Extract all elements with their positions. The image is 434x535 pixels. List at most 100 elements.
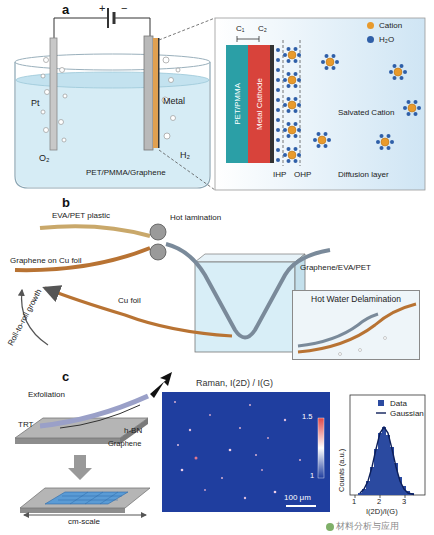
histogram <box>350 395 425 495</box>
label-text: IHP <box>273 170 286 179</box>
histogram <box>358 493 362 495</box>
raman-spots <box>209 414 211 416</box>
double-layer-inset <box>313 132 331 148</box>
zoom-leader <box>159 18 215 190</box>
label-text: Roll-to-roll growth <box>6 288 44 348</box>
double-layer-inset <box>276 158 280 162</box>
zoom-leader <box>159 150 215 190</box>
label-text: 3 <box>402 498 406 507</box>
legend-sample <box>378 400 384 406</box>
exfoliation-sketch <box>15 372 172 515</box>
label-text: Diffusion layer <box>338 170 389 179</box>
exfoliation-sketch <box>60 405 140 428</box>
lamination-rollers <box>150 244 166 260</box>
node-text: Metal Cathode <box>255 78 264 130</box>
color-bar <box>318 418 324 478</box>
label-text: OHP <box>294 170 311 179</box>
legend-sample <box>376 409 386 417</box>
label-text: Counts (a.u.) <box>338 449 347 492</box>
label-text: b <box>62 196 70 211</box>
battery-wires <box>113 12 116 24</box>
histogram <box>382 427 386 495</box>
raman-spots <box>177 444 179 446</box>
histogram <box>358 427 414 495</box>
metal-electrode <box>153 38 158 148</box>
double-layer-inset <box>321 54 339 70</box>
label-text: H₂ <box>180 150 190 160</box>
label-text: cm-scale <box>68 517 100 526</box>
delamination-sketch <box>298 314 378 346</box>
double-layer-inset <box>276 128 280 132</box>
battery-wires <box>107 8 109 28</box>
label-text: Graphene/EVA/PET <box>300 263 371 272</box>
node-text: Hot Water Delamination <box>293 294 419 304</box>
metal-electrode <box>169 78 174 83</box>
double-layer-inset <box>215 18 425 190</box>
pt-electrode <box>41 74 45 78</box>
histogram <box>362 489 366 495</box>
pt-electrode <box>44 128 49 133</box>
raman-spots <box>244 497 246 499</box>
double-layer-inset <box>300 40 301 166</box>
double-layer-inset <box>403 100 421 116</box>
histogram <box>398 477 402 495</box>
film-path <box>45 288 232 336</box>
exfoliation-sketch <box>20 488 150 508</box>
legend-text: Data <box>390 399 407 408</box>
label-text: C₂ <box>258 24 267 33</box>
water-tank <box>195 262 295 352</box>
node-text: Raman, I(2D) / I(G) <box>196 378 273 388</box>
label-text: TRT <box>18 420 33 429</box>
battery-wires <box>150 18 151 36</box>
beaker <box>15 54 210 70</box>
node-text: PET/PMMA <box>233 83 242 125</box>
legend-text: Cation <box>379 21 402 30</box>
battery-wires <box>114 18 150 19</box>
raman-spots <box>274 491 277 494</box>
raman-spots <box>239 427 241 429</box>
histogram <box>350 395 425 498</box>
double-layer-inset <box>215 18 425 190</box>
double-layer-inset <box>237 36 259 42</box>
legend-sample <box>376 399 386 407</box>
zoom-leader <box>159 18 215 40</box>
histogram <box>394 463 398 495</box>
pt-electrode <box>60 68 65 73</box>
double-layer-inset <box>276 48 280 52</box>
label-text: a <box>62 3 69 18</box>
metal-electrode <box>176 68 180 72</box>
histogram <box>374 449 378 495</box>
watermark: 材料分析与应用 <box>336 521 399 531</box>
legend-text: Gaussian <box>390 409 424 418</box>
delamination-sketch <box>384 337 387 340</box>
raman-spots <box>174 401 176 403</box>
histogram <box>386 435 390 495</box>
pt-electrode <box>41 58 67 143</box>
legend-swatch <box>367 36 374 43</box>
raman-spots <box>195 457 198 460</box>
exfoliation-sketch <box>45 492 128 504</box>
label-text: O₂ <box>39 153 50 163</box>
scale-bar <box>286 505 316 507</box>
raman-spots <box>261 469 263 471</box>
histogram <box>390 447 394 495</box>
label-text: Cu foil <box>118 296 141 305</box>
water-tank <box>195 254 305 352</box>
beaker <box>16 72 209 88</box>
beaker <box>16 80 209 187</box>
double-layer-inset <box>376 134 394 150</box>
label-text: 2 <box>377 498 381 507</box>
label-text: 1 <box>352 498 356 507</box>
metal-electrode <box>164 133 170 139</box>
beaker <box>15 62 210 188</box>
exfoliation-sketch <box>15 438 120 444</box>
film-path <box>15 226 330 345</box>
double-layer-inset <box>283 72 301 88</box>
exfoliation-sketch <box>20 508 125 513</box>
pt-electrode <box>50 38 57 150</box>
double-layer-inset <box>283 122 301 138</box>
legend-text: H₂O <box>379 35 394 44</box>
label-text: − <box>121 2 127 15</box>
